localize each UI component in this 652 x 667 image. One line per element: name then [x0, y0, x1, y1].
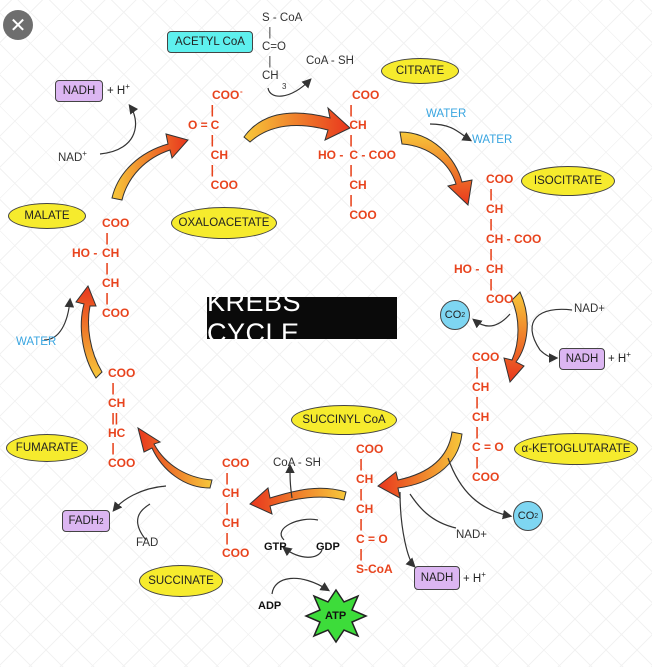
citrate-ho: HO - — [318, 148, 344, 162]
water-in-citrate: WATER — [426, 108, 467, 120]
arrow-keto-succinyl — [377, 431, 463, 499]
malate-structure: COO | CH | CH | COO — [102, 216, 130, 320]
arrow-isocitrate-keto — [503, 291, 528, 384]
isocitrate-label: ISOCITRATE — [521, 166, 615, 196]
citrate-structure: | CH | C - COO | CH | COO — [349, 103, 396, 222]
malate-ho: HO - — [72, 246, 98, 260]
gdp-label: GDP — [316, 541, 340, 553]
succinate-structure: COO | CH | CH | COO — [222, 456, 250, 560]
arrow-fumarate-malate — [75, 284, 103, 379]
oxaloacetate-label: OXALOACETATE — [171, 207, 277, 239]
h-plus-isocitrate: + H+ — [608, 350, 631, 365]
nadh-box-keto: NADH — [414, 566, 460, 590]
h-plus-keto: + H+ — [463, 570, 486, 585]
citrate-label: CITRATE — [381, 58, 459, 84]
coa-sh-top: CoA - SH — [306, 55, 354, 67]
fumarate-label: FUMARATE — [6, 434, 88, 462]
atp-label: ATP — [325, 610, 347, 622]
nad-malate: NAD+ — [58, 149, 87, 164]
isocitrate-structure: COO | CH | CH - COO | CH | COO — [486, 172, 542, 306]
oxaloacetate-structure: | C | CH | COO — [210, 103, 239, 192]
succinate-label: SUCCINATE — [139, 565, 223, 597]
nadh-box-isocitrate: NADH — [559, 348, 605, 370]
atp-burst — [304, 588, 368, 644]
fad-label: FAD — [136, 537, 159, 549]
succinyl-coa-structure: COO | CH | CH | C = O | S-CoA — [356, 442, 393, 576]
water-out-citrate: WATER — [472, 134, 513, 146]
arrow-oxalo-citrate — [243, 106, 351, 143]
arrow-succinate-fumarate — [137, 426, 213, 489]
h-plus-malate: + H+ — [107, 82, 130, 97]
adp-label: ADP — [258, 600, 282, 612]
oxaloacetate-keto: O = — [188, 118, 208, 132]
ketoglutarate-structure: COO | CH | CH | C = O | COO — [472, 350, 504, 484]
close-icon[interactable]: ✕ — [3, 10, 33, 40]
isocitrate-ho: HO - — [454, 262, 480, 276]
oxaloacetate-charge: - — [240, 87, 243, 96]
diagram-title: KREBS CYCLE — [207, 287, 397, 348]
coa-sh-bottom: CoA - SH — [273, 457, 321, 469]
succinyl-coa-label: SUCCINYL CoA — [291, 405, 397, 435]
water-fumarate: WATER — [16, 336, 57, 348]
nad-plus-isocitrate: NAD+ — [574, 303, 605, 315]
oxaloacetate-coo-top: COO — [212, 88, 240, 102]
gtp-label: GTP — [264, 541, 287, 553]
ketoglutarate-label: α-KETOGLUTARATE — [514, 433, 638, 465]
nadh-box-malate: NADH — [55, 80, 103, 102]
nad-plus-keto: NAD+ — [456, 529, 487, 541]
arrow-malate-oxalo — [111, 133, 189, 201]
acetyl-coa-label: ACETYL CoA — [167, 31, 253, 53]
acetyl-coa-structure: S - CoA | C=O | CH — [262, 12, 303, 82]
arrow-citrate-isocitrate — [399, 131, 473, 207]
malate-label: MALATE — [8, 203, 86, 229]
arrow-succinyl-succinate — [249, 487, 347, 515]
fumarate-structure: COO | CH || HC | COO — [108, 366, 136, 470]
citrate-coo-top: COO — [352, 88, 380, 102]
acetyl-ch3-subscript: 3 — [282, 82, 287, 91]
